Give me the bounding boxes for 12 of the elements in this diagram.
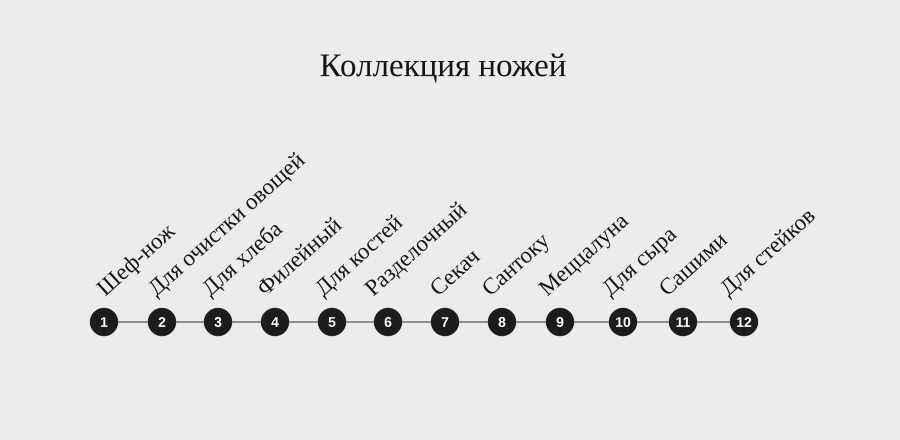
connector-line <box>574 321 609 323</box>
connector-line <box>118 321 148 323</box>
connector-line <box>346 321 374 323</box>
connector-line <box>402 321 431 323</box>
connector-line <box>516 321 546 323</box>
connector-line <box>637 321 669 323</box>
connector-line <box>232 321 261 323</box>
title: Коллекция ножей <box>320 54 566 82</box>
connector-line <box>176 321 204 323</box>
connector-line <box>459 321 488 323</box>
connector-line <box>289 321 318 323</box>
connector-line <box>697 321 730 323</box>
